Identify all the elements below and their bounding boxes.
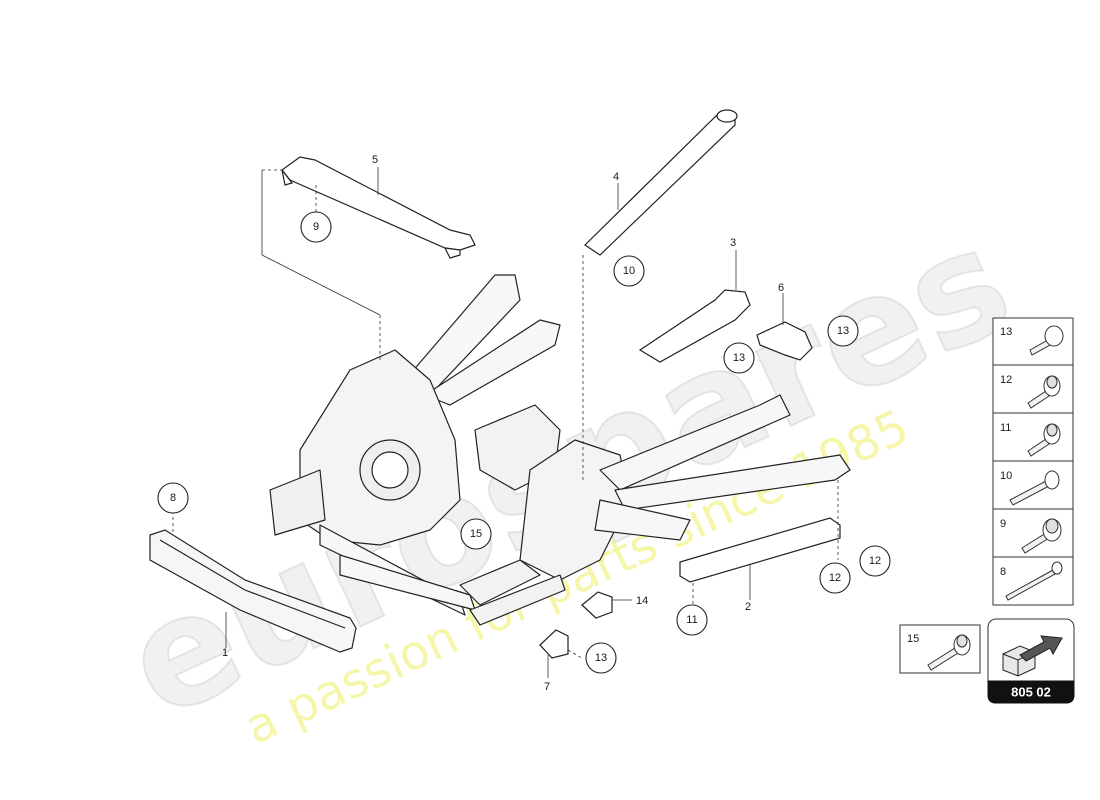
callout-1: 1 [222,647,228,659]
callout-4: 4 [613,171,619,183]
part-6-support [756,321,813,361]
frame-assembly [269,274,851,626]
callout-15: 15 [470,528,482,540]
callout-13-a: 13 [837,325,849,337]
reference-code: 805 02 [1011,685,1051,700]
callout-6: 6 [778,282,784,294]
long-bolt-icon [1009,470,1060,506]
callout-5: 5 [372,154,378,166]
table-row-number: 8 [1000,566,1006,578]
callout-9: 9 [313,221,319,233]
reference-box: 805 02 [987,618,1075,704]
fastener-extra: 15 [899,624,981,674]
callout-12-a: 12 [869,555,881,567]
callout-12-b: 12 [829,572,841,584]
callout-14: 14 [636,595,648,607]
table-row-number: 12 [1000,374,1012,386]
hex-flange-bolt-icon [927,634,971,671]
callout-3: 3 [730,237,736,249]
table-row-number: 15 [907,633,919,645]
callout-13-c: 13 [595,652,607,664]
table-row-number: 9 [1000,518,1006,530]
arrow-box-icon [1002,635,1063,677]
callout-2: 2 [745,601,751,613]
callout-13-b: 13 [733,352,745,364]
part-2-rail [679,517,841,583]
callout-10: 10 [623,265,635,277]
callout-8: 8 [170,492,176,504]
leader-lines [172,167,839,678]
callout-7: 7 [544,681,550,693]
flanged-bolt-icon [1029,325,1064,356]
part-3-bracket [638,289,751,363]
table-row-number: 11 [1000,422,1011,434]
part-1-bumper-beam [149,529,357,653]
table-row-number: 10 [1000,470,1012,482]
part-14-bracket [581,591,613,619]
part-4-tube [584,109,738,256]
part-7-bracket [539,629,569,659]
hex-flange-bolt-icon [1027,423,1061,457]
long-thin-bolt-icon [1005,561,1063,601]
hex-flange-bolt-icon [1027,375,1061,409]
part-5-cross-beam [281,156,476,259]
hex-flange-bolt-icon [1021,518,1062,554]
callout-11: 11 [686,614,697,626]
table-row-number: 13 [1000,326,1012,338]
fastener-table: 13 12 11 10 9 8 [992,317,1074,606]
circled-callouts [157,211,891,674]
